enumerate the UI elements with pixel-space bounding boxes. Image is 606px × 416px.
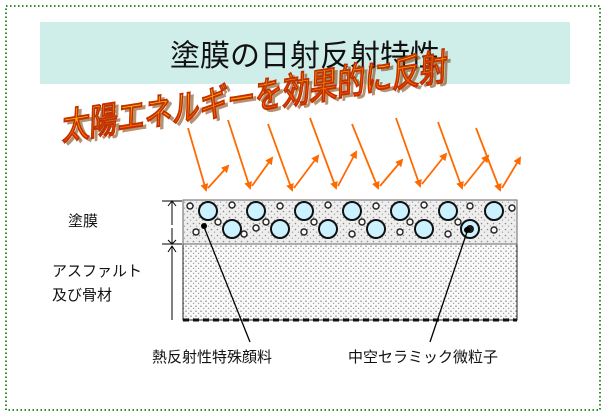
incoming-ray <box>437 121 464 190</box>
incoming-ray <box>267 123 294 192</box>
pigment-particle <box>406 218 414 226</box>
ceramic-particle <box>390 201 410 221</box>
reflected-ray <box>207 164 230 189</box>
reflected-ray <box>293 154 320 189</box>
ceramic-particle <box>318 219 338 239</box>
reflected-ray <box>379 158 404 187</box>
incoming-ray <box>187 127 209 192</box>
reflected-ray <box>463 154 490 187</box>
pigment-particle <box>262 218 270 226</box>
pigment-leader-dot <box>201 223 207 229</box>
coating-particles <box>186 201 516 239</box>
pigment-particle <box>228 201 236 209</box>
pigment-particle <box>372 202 380 210</box>
ceramic-label: 中空セラミック微粒子 <box>348 348 498 366</box>
ceramic-particle <box>414 219 434 239</box>
reflected-ray <box>421 152 448 185</box>
pigment-particle <box>252 224 260 232</box>
incoming-ray <box>351 123 380 190</box>
pigment-particle <box>310 218 318 226</box>
asphalt-label-line1: アスファルト <box>52 262 142 280</box>
pigment-particle <box>348 230 356 238</box>
pigment-particle <box>300 228 308 236</box>
slide-title: 塗膜の日射反射特性 <box>170 39 440 74</box>
ceramic-leader-line <box>429 231 468 343</box>
coating-label: 塗膜 <box>68 212 98 230</box>
pigment-particle <box>358 218 366 226</box>
reflected-ray <box>501 156 522 189</box>
pigment-leader-line <box>203 226 251 343</box>
asphalt-label-line2: 及び骨材 <box>52 286 112 304</box>
reflection-arrows <box>187 117 522 192</box>
slide-frame <box>5 5 601 411</box>
ceramic-particle <box>366 219 386 239</box>
pigment-particle <box>240 230 248 238</box>
ceramic-particle <box>294 201 314 221</box>
reflected-ray <box>337 150 357 187</box>
incoming-ray <box>475 127 502 192</box>
pigment-particle <box>508 204 516 212</box>
ceramic-leader-dot <box>464 227 470 233</box>
incoming-ray <box>227 119 252 190</box>
ceramic-particle <box>460 219 480 239</box>
pigment-particle <box>276 202 284 210</box>
pigment-particle <box>420 201 428 209</box>
ceramic-particle <box>270 219 290 239</box>
pigment-particle <box>454 218 462 226</box>
pigment-particle <box>192 228 200 236</box>
title-bar <box>40 22 570 84</box>
ceramic-particle <box>246 201 266 221</box>
incoming-ray <box>309 117 338 190</box>
pigment-particle <box>324 201 332 209</box>
ceramic-particle <box>342 201 362 221</box>
pigment-particle <box>490 226 498 234</box>
pigment-label: 熱反射性特殊顔料 <box>152 348 272 366</box>
ceramic-particle <box>222 219 242 239</box>
ceramic-particle <box>438 201 458 221</box>
pigment-particle <box>444 230 452 238</box>
thickness-markers <box>162 200 182 320</box>
incoming-ray <box>395 117 422 188</box>
pigment-particle <box>214 218 222 226</box>
pigment-particle <box>186 202 194 210</box>
ceramic-particle <box>484 201 504 221</box>
pigment-particle <box>396 228 404 236</box>
pigment-particle <box>466 202 474 210</box>
reflected-ray <box>251 156 274 187</box>
asphalt-layer <box>182 243 518 321</box>
ceramic-particle <box>198 201 218 221</box>
